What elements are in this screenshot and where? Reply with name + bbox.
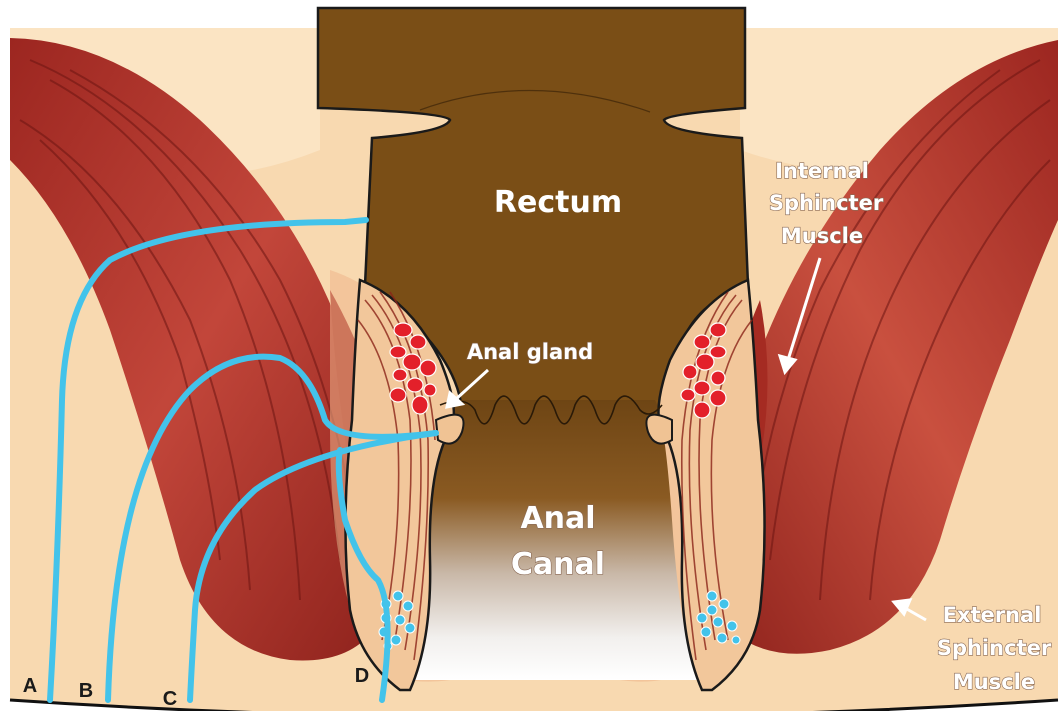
external-sphincter-label-line-2: Sphincter — [937, 636, 1052, 660]
anal-gland-label: Anal gland — [467, 340, 593, 364]
tract-letter-b: B — [79, 680, 93, 702]
external-sphincter-label-line-1: External — [943, 603, 1042, 627]
anal-canal-label-line-1: Anal — [520, 501, 595, 536]
internal-sphincter-label-line-1: Internal — [775, 159, 869, 183]
internal-sphincter-label-line-2: Sphincter — [769, 191, 884, 215]
external-sphincter-label: External Sphincter Muscle — [937, 603, 1052, 694]
anal-canal-label-line-2: Canal — [511, 547, 605, 582]
internal-sphincter-label-line-3: Muscle — [781, 224, 863, 248]
tract-letter-d: D — [355, 665, 369, 687]
tract-letter-a: A — [23, 675, 37, 697]
tract-letter-c: C — [163, 688, 177, 710]
external-sphincter-label-line-3: Muscle — [953, 670, 1035, 694]
rectum-label: Rectum — [494, 185, 622, 220]
